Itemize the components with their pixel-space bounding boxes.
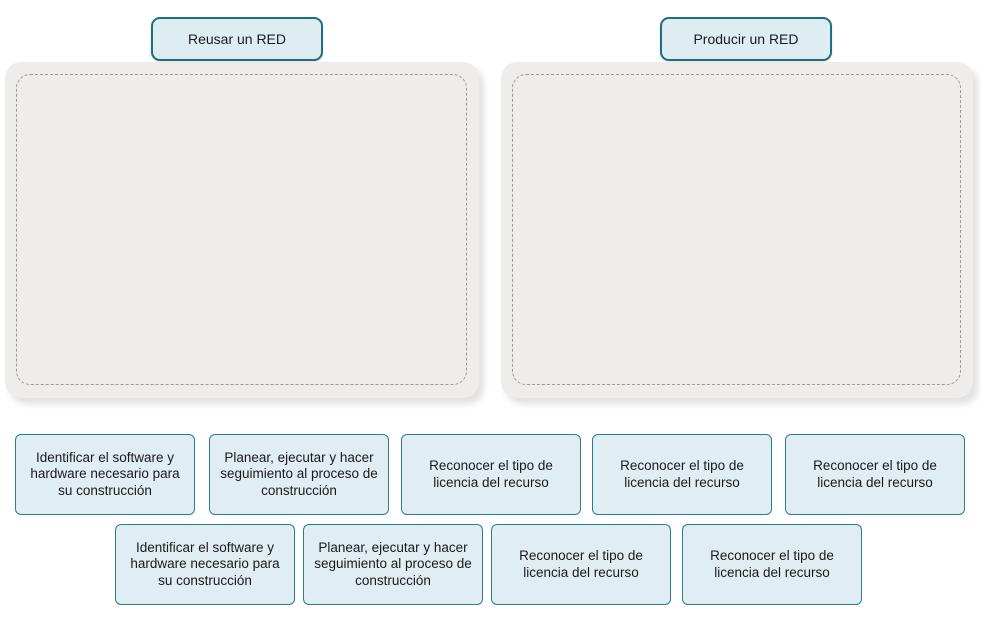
drop-zone-reusar-border — [16, 74, 467, 385]
category-label-producir: Producir un RED — [660, 17, 832, 61]
drag-card-8[interactable]: Reconocer el tipo de licencia del recurs… — [491, 524, 671, 605]
drag-card-3[interactable]: Reconocer el tipo de licencia del recurs… — [401, 434, 581, 515]
drag-card-4[interactable]: Reconocer el tipo de licencia del recurs… — [592, 434, 772, 515]
drag-card-5[interactable]: Reconocer el tipo de licencia del recurs… — [785, 434, 965, 515]
drag-card-6[interactable]: Identificar el software y hardware neces… — [115, 524, 295, 605]
drop-zone-reusar[interactable] — [5, 62, 479, 398]
drop-zone-producir[interactable] — [501, 62, 973, 398]
drop-zone-producir-border — [512, 74, 961, 385]
drag-card-9[interactable]: Reconocer el tipo de licencia del recurs… — [682, 524, 862, 605]
drag-card-1[interactable]: Identificar el software y hardware neces… — [15, 434, 195, 515]
category-label-reusar: Reusar un RED — [151, 17, 323, 61]
drag-card-7[interactable]: Planear, ejecutar y hacer seguimiento al… — [303, 524, 483, 605]
drag-card-2[interactable]: Planear, ejecutar y hacer seguimiento al… — [209, 434, 389, 515]
